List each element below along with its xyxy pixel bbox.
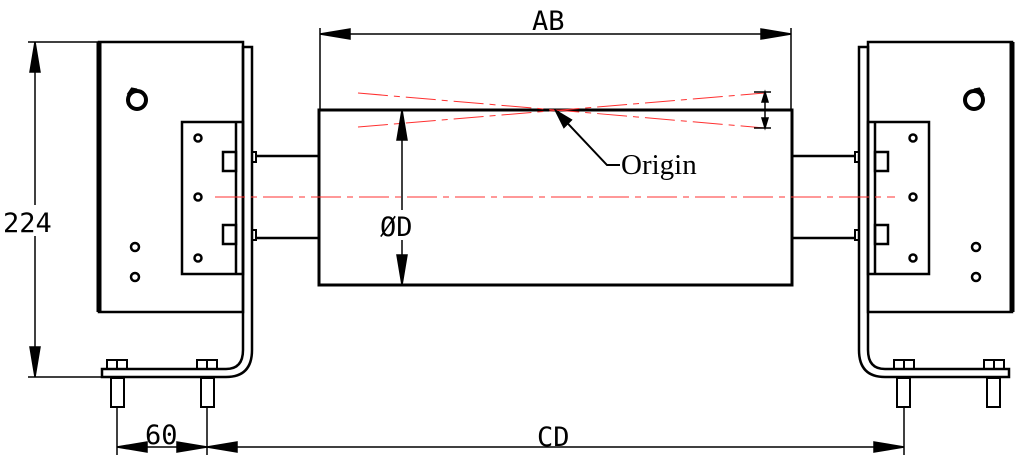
- origin-leader: [553, 108, 620, 166]
- tilt-dimension: [754, 89, 771, 131]
- bolt-spacing-label: 60: [145, 420, 178, 451]
- diameter-dim-label: ØD: [380, 212, 413, 243]
- diameter-dimension: [396, 109, 408, 286]
- bottom-dimensions: [116, 407, 905, 455]
- left-bracket-assembly: [99, 42, 320, 407]
- height-dim-label: 224: [3, 208, 52, 239]
- length-dimension: [319, 28, 792, 110]
- origin-label: Origin: [621, 149, 697, 181]
- right-bracket-assembly: [791, 42, 1012, 407]
- tilt-line-b: [357, 92, 766, 128]
- shaft-spacing-label: CD: [537, 422, 570, 453]
- height-dimension: [28, 41, 102, 378]
- length-dim-label: AB: [532, 6, 565, 37]
